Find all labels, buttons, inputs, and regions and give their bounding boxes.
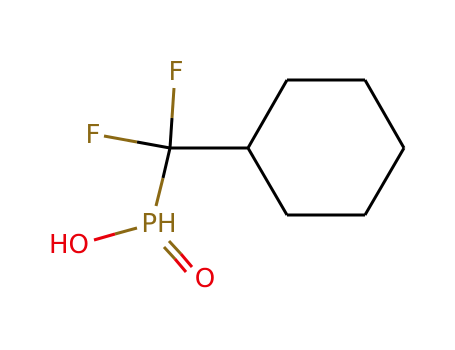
phosphorus-oxygen-double-bond [162, 239, 194, 273]
phosphorus-hydroxyl-bond [93, 226, 138, 242]
ring-bond-4 [363, 147, 406, 216]
carbon-fluorine-top-bond [168, 87, 176, 149]
oxygen-label: O [195, 264, 215, 294]
ring-bond-1 [246, 79, 289, 149]
ring-bond-6 [246, 147, 289, 216]
fluorine-top-label: F [169, 57, 184, 87]
cyclohexane-ring [246, 78, 406, 217]
ring-bond-3 [363, 79, 406, 149]
fluorine-left-label: F [86, 120, 101, 150]
hydroxyl-label: HO [49, 230, 89, 260]
carbon-fluorine-left-bond [103, 134, 171, 150]
phosphorus-label: PH [141, 209, 176, 239]
carbon-phosphorus-bond [154, 147, 172, 207]
